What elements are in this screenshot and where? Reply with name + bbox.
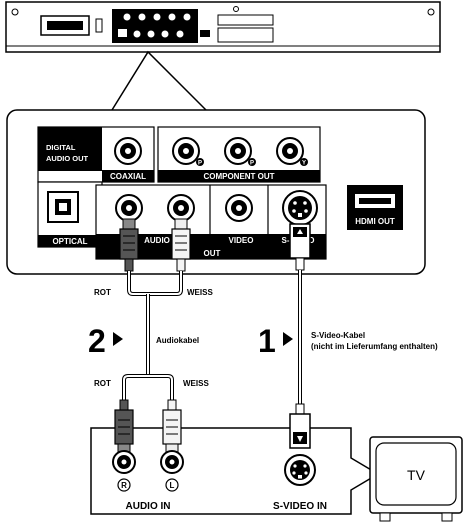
audio-in-left-jack[interactable] xyxy=(160,450,184,474)
s-video-out-jack[interactable] xyxy=(282,190,318,226)
s-video-in-label: S-VIDEO IN xyxy=(273,501,327,512)
digital-audio-out-block: DIGITAL AUDIO OUT COAXIAL OPTICAL xyxy=(37,126,155,248)
component-pb-jack[interactable]: P xyxy=(224,137,256,167)
tv-input-panel xyxy=(90,427,380,515)
weiss-bottom-label: WEISS xyxy=(183,379,209,388)
tv-label: TV xyxy=(407,467,426,483)
jack-l-mark: L xyxy=(170,481,175,490)
audio-plug-red-bottom xyxy=(114,399,134,455)
s-video-cable-note: (nicht im Lieferumfang enthalten) xyxy=(311,342,438,351)
s-video-plug-bottom xyxy=(289,403,311,449)
audio-label: AUDIO xyxy=(144,236,170,245)
audio-plug-red-top xyxy=(119,218,139,272)
audio-cable xyxy=(122,271,183,400)
weiss-top-label: WEISS xyxy=(187,288,213,297)
step-1-marker: 1 xyxy=(258,323,293,359)
component-y-jack[interactable]: Y xyxy=(276,137,308,167)
audio-out-label: AUDIO OUT xyxy=(46,154,89,163)
s-video-cable-label: S-Video-Kabel xyxy=(311,331,365,340)
player-rear-overview xyxy=(5,1,441,53)
audio-plug-white-top xyxy=(171,218,191,272)
rot-top-label: ROT xyxy=(94,288,111,297)
video-label: VIDEO xyxy=(229,236,254,245)
hdmi-out-label: HDMI OUT xyxy=(355,217,395,226)
step-2-marker: 2 xyxy=(88,323,123,359)
jack-r-mark: R xyxy=(121,481,127,490)
component-pr-jack[interactable]: P xyxy=(172,137,204,167)
audio-in-label: AUDIO IN xyxy=(126,501,171,512)
step-2-number: 2 xyxy=(88,323,106,359)
coaxial-jack[interactable] xyxy=(114,137,142,165)
pr-mark: P xyxy=(198,161,202,167)
audio-plug-white-bottom xyxy=(162,399,182,455)
audio-out-right-jack[interactable] xyxy=(115,194,143,222)
digital-label: DIGITAL xyxy=(46,143,76,152)
s-video-plug-top xyxy=(289,223,311,271)
audio-in-right-jack[interactable] xyxy=(112,450,136,474)
optical-jack[interactable] xyxy=(47,191,79,223)
video-out-jack[interactable] xyxy=(225,194,253,222)
step-1-number: 1 xyxy=(258,323,276,359)
audio-out-left-jack[interactable] xyxy=(167,194,195,222)
hdmi-out-port[interactable]: HDMI OUT xyxy=(347,185,403,230)
s-video-in-jack[interactable] xyxy=(284,454,316,486)
optical-label: OPTICAL xyxy=(52,237,87,246)
coaxial-label: COAXIAL xyxy=(110,172,146,181)
pb-mark: P xyxy=(250,161,254,167)
rot-bottom-label: ROT xyxy=(94,379,111,388)
audiokabel-label: Audiokabel xyxy=(156,336,199,345)
y-mark: Y xyxy=(302,161,306,167)
tv-icon: TV xyxy=(369,436,463,522)
component-out-block: P P Y COMPONENT OUT xyxy=(157,126,321,183)
component-out-label: COMPONENT OUT xyxy=(203,172,274,181)
out-label: OUT xyxy=(204,249,221,258)
